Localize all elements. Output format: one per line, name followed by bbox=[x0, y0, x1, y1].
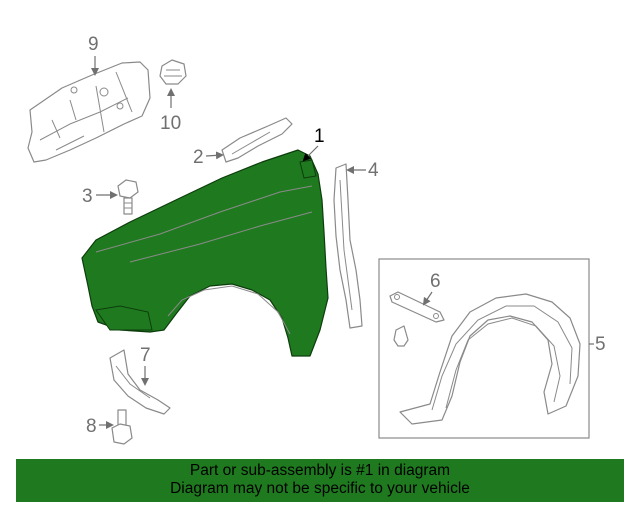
part-10-clip bbox=[159, 59, 187, 85]
callout-1: 1 bbox=[314, 126, 325, 147]
parts-diagram: 9 10 2 3 1 4 7 bbox=[27, 34, 606, 445]
callout-7: 7 bbox=[140, 345, 151, 366]
leader-2 bbox=[205, 151, 224, 160]
footer-banner: Part or sub-assembly is #1 in diagram Di… bbox=[16, 459, 624, 502]
callout-9: 9 bbox=[88, 34, 99, 55]
callout-5: 5 bbox=[595, 334, 606, 355]
part-3-bolt bbox=[117, 179, 139, 215]
footer-line-2: Diagram may not be specific to your vehi… bbox=[170, 480, 470, 497]
part-8-bolt bbox=[111, 409, 133, 445]
part-4-seal bbox=[333, 163, 363, 329]
part-5-fender-liner bbox=[399, 293, 581, 425]
part-7-bracket bbox=[109, 349, 171, 415]
callout-2: 2 bbox=[193, 147, 204, 168]
callout-4: 4 bbox=[368, 160, 379, 181]
part-2-bracket bbox=[221, 117, 293, 163]
leader-6 bbox=[422, 291, 433, 306]
callout-6: 6 bbox=[430, 271, 441, 292]
part-6-strap bbox=[389, 291, 445, 323]
callout-8: 8 bbox=[86, 416, 97, 437]
part-9-splash-shield bbox=[27, 61, 151, 163]
callout-3: 3 bbox=[82, 186, 93, 207]
leader-1 bbox=[302, 145, 319, 162]
part-1-fender bbox=[81, 149, 329, 357]
liner-clip bbox=[393, 325, 409, 347]
fender-body bbox=[81, 149, 329, 357]
liner-detail-box bbox=[378, 258, 590, 439]
footer-line-1: Part or sub-assembly is #1 in diagram bbox=[189, 462, 451, 479]
callout-10: 10 bbox=[160, 113, 181, 134]
